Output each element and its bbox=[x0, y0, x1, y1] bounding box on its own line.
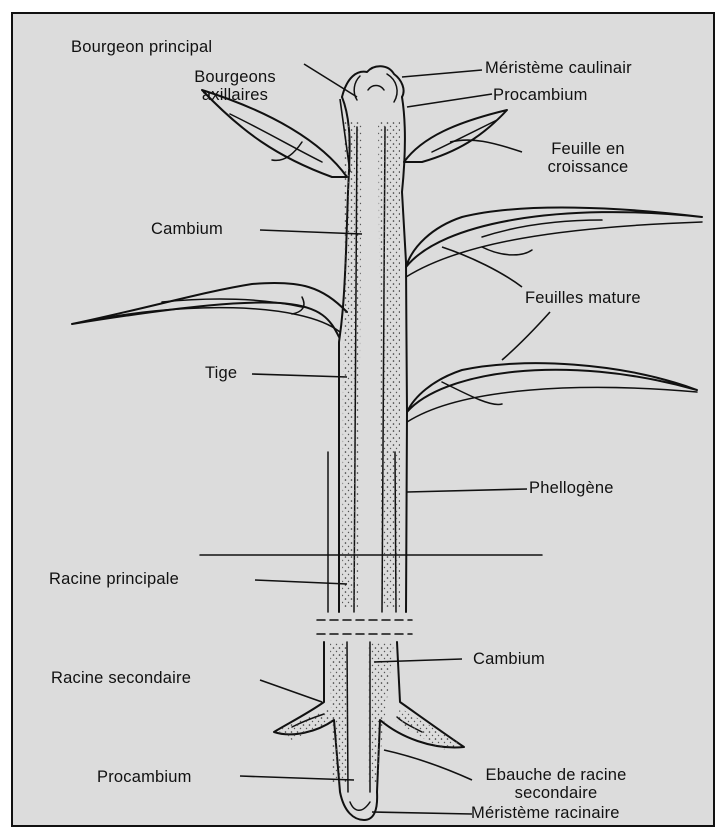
label-feuille-croissance: Feuille en croissance bbox=[523, 140, 653, 176]
arrow-meristeme-caulinaire bbox=[402, 70, 482, 77]
label-ebauche-line1: Ebauche de racine bbox=[461, 766, 651, 784]
arrow-ebauche bbox=[384, 750, 472, 780]
label-feuille-croissance-line1: Feuille en bbox=[523, 140, 653, 158]
arrow-procambium-top bbox=[407, 94, 492, 107]
leaf-mature-left bbox=[72, 283, 347, 337]
label-ebauche-line2: secondaire bbox=[461, 784, 651, 802]
label-procambium-bottom: Procambium bbox=[97, 768, 192, 786]
label-phellogene: Phellogène bbox=[529, 479, 614, 497]
leaf-upper-right bbox=[404, 110, 507, 162]
label-procambium-top: Procambium bbox=[493, 86, 588, 104]
label-tige: Tige bbox=[205, 364, 237, 382]
arrow-racine-secondaire bbox=[260, 680, 322, 702]
arrow-phellogene bbox=[407, 489, 527, 492]
label-racine-principale: Racine principale bbox=[49, 570, 179, 588]
arrow-feuilles-matures-upper bbox=[442, 247, 522, 287]
leaf-mature-right-lower bbox=[407, 363, 697, 412]
label-bourgeons-axillaires-line1: Bourgeons bbox=[175, 68, 295, 86]
label-meristeme-racinaire: Méristème racinaire bbox=[471, 804, 620, 822]
leaf-mature-right-upper bbox=[406, 208, 702, 267]
label-bourgeon-principal: Bourgeon principal bbox=[71, 38, 212, 56]
plant-illustration bbox=[13, 14, 715, 827]
label-cambium-top: Cambium bbox=[151, 220, 223, 238]
label-meristeme-caulinaire: Méristème caulinair bbox=[485, 59, 632, 77]
arrow-racine-principale bbox=[255, 580, 347, 584]
label-feuilles-matures: Feuilles mature bbox=[525, 289, 641, 307]
arrow-feuilles-matures-lower bbox=[502, 312, 550, 360]
arrow-meristeme-racinaire bbox=[372, 812, 472, 814]
label-racine-secondaire: Racine secondaire bbox=[51, 669, 191, 687]
arrow-tige bbox=[252, 374, 347, 377]
label-feuille-croissance-line2: croissance bbox=[523, 158, 653, 176]
label-ebauche: Ebauche de racine secondaire bbox=[461, 766, 651, 802]
label-bourgeons-axillaires-line2: axillaires bbox=[175, 86, 295, 104]
label-bourgeons-axillaires: Bourgeons axillaires bbox=[175, 68, 295, 104]
stem-outline-right bbox=[402, 97, 407, 612]
label-cambium-root: Cambium bbox=[473, 650, 545, 668]
diagram-frame: Bourgeon principal Bourgeons axillaires … bbox=[11, 12, 715, 827]
